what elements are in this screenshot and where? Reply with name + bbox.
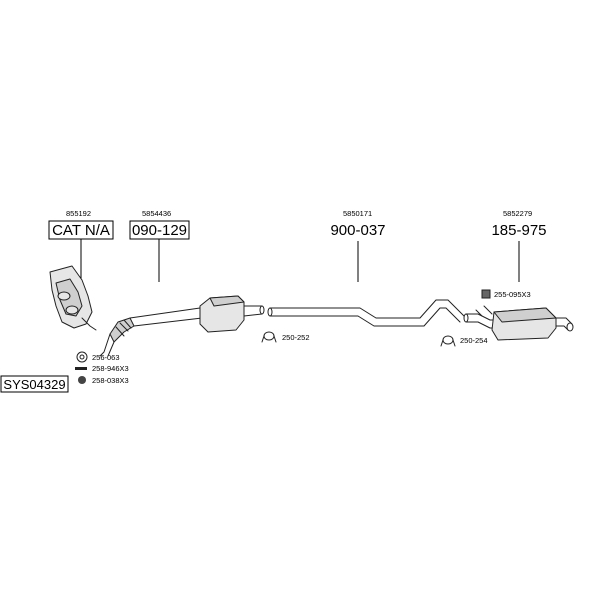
part-label-1: CAT N/A — [52, 222, 110, 239]
part-label-2: 090-129 — [132, 222, 187, 239]
fitting-255-095X3[interactable]: 255-095X3 — [481, 289, 531, 299]
fitting-258-038X3[interactable]: 258-038X3 — [78, 376, 129, 385]
part-label-box-1[interactable]: CAT N/A — [48, 220, 114, 240]
bolt-icon — [75, 367, 87, 370]
part-label-3[interactable]: 900-037 — [330, 222, 385, 239]
front-pipe-catalyst-part[interactable] — [99, 295, 265, 357]
part-number-1: 855192 — [66, 209, 91, 218]
part-number-2: 5854436 — [142, 209, 171, 218]
fitting-code-2: 258-946X3 — [92, 364, 129, 373]
rubber-hanger-icon — [481, 289, 491, 299]
part-number-4: 5852279 — [503, 209, 532, 218]
clamp-icon — [263, 331, 275, 341]
fitting-250-252[interactable]: 250-252 — [261, 331, 310, 343]
fitting-code-4: 250-252 — [282, 333, 310, 342]
center-pipe-part[interactable] — [267, 299, 465, 327]
part-label-box-2[interactable]: 090-129 — [129, 220, 190, 240]
fitting-code-6: 255-095X3 — [494, 290, 531, 299]
nut-icon — [78, 376, 86, 384]
part-number-3: 5850171 — [343, 209, 372, 218]
part-label-4[interactable]: 185-975 — [491, 222, 546, 239]
rear-silencer-part[interactable] — [463, 305, 574, 341]
manifold-catalyst-part[interactable] — [49, 265, 97, 331]
fitting-code-5: 250-254 — [460, 336, 488, 345]
fitting-256-063[interactable]: 256-063 — [76, 351, 120, 363]
system-code: SYS04329 — [3, 377, 65, 392]
fitting-250-254[interactable]: 250-254 — [440, 335, 488, 347]
fitting-code-3: 258-038X3 — [92, 376, 129, 385]
fitting-258-946X3[interactable]: 258-946X3 — [75, 364, 129, 373]
fitting-code-1: 256-063 — [92, 353, 120, 362]
clamp-icon — [442, 335, 454, 345]
system-code-box: SYS04329 — [0, 375, 69, 393]
